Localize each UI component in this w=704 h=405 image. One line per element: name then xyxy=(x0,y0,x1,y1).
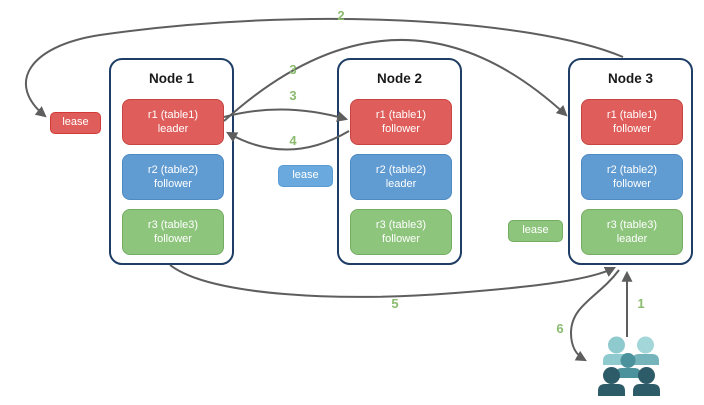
node1-replica-r3: r3 (table3) follower xyxy=(122,209,224,255)
node2-replica-r3: r3 (table3) follower xyxy=(350,209,452,255)
replica-name: r3 (table3) xyxy=(375,219,427,231)
arrow-label-5: 5 xyxy=(391,296,399,311)
lease-tag-green: lease xyxy=(508,220,563,242)
replica-role: leader xyxy=(616,233,648,245)
node2-replica-r1: r1 (table1) follower xyxy=(350,99,452,145)
lease-tag-red: lease xyxy=(50,112,101,134)
arrow-6-node3-to-users xyxy=(569,269,620,362)
node-3-title: Node 3 xyxy=(607,71,653,86)
node-2-title: Node 2 xyxy=(376,71,422,86)
node1-replica-r1: r1 (table1) leader xyxy=(122,99,224,145)
arrow-label-1: 1 xyxy=(637,296,645,311)
node3-replica-r1: r1 (table1) follower xyxy=(581,99,683,145)
replica-role: follower xyxy=(613,123,651,135)
node-1-title: Node 1 xyxy=(148,71,194,86)
replica-role: follower xyxy=(154,178,192,190)
replica-role: leader xyxy=(385,178,417,190)
arrow-label-6: 6 xyxy=(556,321,564,336)
node2-replica-r2: r2 (table2) leader xyxy=(350,154,452,200)
lease-tag-blue: lease xyxy=(278,165,333,187)
arrow-label-3b: 3 xyxy=(289,88,297,103)
node1-replica-r2: r2 (table2) follower xyxy=(122,154,224,200)
replica-name: r1 (table1) xyxy=(606,109,658,121)
replica-role: follower xyxy=(382,123,420,135)
replica-name: r2 (table2) xyxy=(375,164,427,176)
replica-name: r3 (table3) xyxy=(606,219,658,231)
replica-name: r3 (table3) xyxy=(147,219,199,231)
node-2: Node 2 r1 (table1) follower r2 (table2) … xyxy=(337,58,462,265)
replica-name: r2 (table2) xyxy=(606,164,658,176)
replica-name: r1 (table1) xyxy=(147,109,199,121)
replica-role: follower xyxy=(154,233,192,245)
arrow-5-node1-to-node3 xyxy=(169,264,616,298)
node-3: Node 3 r1 (table1) follower r2 (table2) … xyxy=(568,58,693,265)
node-1: Node 1 r1 (table1) leader r2 (table2) fo… xyxy=(109,58,234,265)
arrow-label-4: 4 xyxy=(289,133,297,148)
replica-role: leader xyxy=(157,123,189,135)
arrow-label-2: 2 xyxy=(337,8,345,23)
replica-name: r1 (table1) xyxy=(375,109,427,121)
arrow-label-3a: 3 xyxy=(289,62,297,77)
replica-name: r2 (table2) xyxy=(147,164,199,176)
arrow-3-node1-to-node2 xyxy=(223,108,349,122)
node3-replica-r2: r2 (table2) follower xyxy=(581,154,683,200)
users-icon xyxy=(598,336,660,396)
replica-role: follower xyxy=(382,233,420,245)
replica-role: follower xyxy=(613,178,651,190)
node3-replica-r3: r3 (table3) leader xyxy=(581,209,683,255)
